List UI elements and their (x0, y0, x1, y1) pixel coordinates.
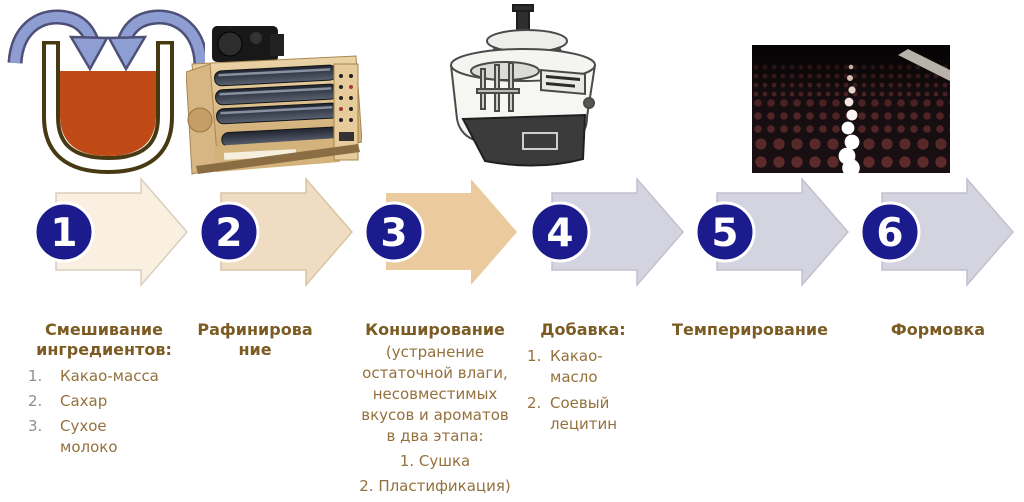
vessel-wall (46, 43, 170, 171)
list-text: Сушка (418, 452, 471, 470)
subtitle-line: вкусов и ароматов (361, 406, 509, 424)
list-marker: 1. (399, 452, 415, 470)
process-arrow-4 (551, 176, 684, 288)
cascade-arrow-right-icon (106, 9, 205, 72)
process-arrow-2 (220, 176, 353, 288)
cascade-arrow-left-icon (7, 9, 110, 72)
subtitle-line: в два этапа: (386, 427, 484, 445)
list-text: Какао-масло (550, 347, 603, 386)
step3-title: Конширование (365, 320, 505, 339)
step4-title: Добавка: (540, 320, 626, 339)
base-plate (522, 132, 558, 150)
step4-item-2: 2. Соевый лецитин (527, 393, 639, 435)
list-text: Какао-масса (60, 367, 159, 385)
step-badge-2 (198, 201, 260, 263)
list-marker: 3. (28, 417, 43, 435)
process-arrow-3 (386, 179, 517, 285)
cocoa-liquid (60, 71, 156, 156)
vessel-rim-right (156, 41, 174, 45)
list-marker: 1. (28, 367, 43, 385)
step3-subtitle: (устранение остаточной влаги, несовмести… (345, 342, 525, 447)
step-badge-3 (363, 201, 425, 263)
step-number-1: 1 (50, 211, 77, 256)
mixing-vessel-illustration (7, 9, 205, 175)
control-panel (333, 63, 359, 161)
list-marker: 2. (28, 392, 43, 410)
agitator-rod (508, 62, 514, 112)
light-reflection-chain (838, 64, 860, 173)
maker-nameplate (540, 69, 586, 96)
conche-machine-engraving (450, 4, 596, 167)
step-number-4: 4 (546, 211, 573, 256)
process-arrow-6 (881, 176, 1014, 288)
step2-title: Рафинирова ние (192, 320, 318, 360)
list-text: Сухое молоко (60, 417, 118, 456)
step-number-3: 3 (380, 211, 407, 256)
step5-title: Темперирование (672, 320, 828, 339)
step2-label-block: Рафинирова ние (192, 320, 318, 366)
title-line: Рафинирова (197, 320, 313, 339)
step4-item-1: 1. Какао-масло (527, 346, 639, 388)
step-number-2: 2 (215, 211, 242, 256)
step3-item-2: 2. Пластификация) (345, 476, 525, 497)
step4-label-block: Добавка: 1. Какао-масло 2. Соевый лецити… (527, 320, 639, 440)
step6-label-block: Формовка (878, 320, 998, 346)
belt-edge-highlight (898, 49, 950, 81)
step1-label-block: Смешивание ингредиентов: 1. Какао-масса … (28, 320, 180, 462)
subtitle-line: остаточной влаги, (362, 364, 508, 382)
list-text: Пластификация) (378, 477, 511, 495)
step1-item-1: 1. Какао-масса (28, 366, 180, 387)
step3-item-1: 1. Сушка (345, 451, 525, 472)
motor-block (212, 26, 284, 62)
process-arrow-band: 1 2 3 4 5 6 (33, 176, 1014, 288)
step-badge-5 (694, 201, 756, 263)
step1-title: Смешивание ингредиентов: (36, 320, 172, 359)
step5-label-block: Темперирование (662, 320, 838, 346)
list-text: Сахар (60, 392, 108, 410)
side-valve (583, 97, 595, 109)
list-marker: 2. (527, 394, 542, 412)
step6-title: Формовка (890, 320, 986, 339)
step1-item-3: 3. Сухое молоко (28, 416, 180, 458)
step-badge-4 (529, 201, 591, 263)
subtitle-line: несовместимых (372, 385, 498, 403)
list-marker: 2. (359, 477, 374, 495)
inner-bowl (470, 61, 540, 81)
step-badge-6 (859, 201, 921, 263)
list-text: Соевый лецитин (550, 394, 618, 433)
title-line: ние (238, 340, 272, 359)
step-badge-1 (33, 201, 95, 263)
step3-label-block: Конширование (устранение остаточной влаг… (345, 320, 525, 497)
chimney-cap (512, 4, 534, 12)
step-number-6: 6 (876, 211, 903, 256)
crossbar (476, 88, 520, 94)
process-arrow-1 (55, 176, 188, 288)
machine-base (196, 144, 360, 174)
tempering-chocolate-drops-photo (752, 45, 950, 173)
roller-refiner-photo (186, 26, 362, 175)
vessel-rim-left (42, 41, 60, 45)
process-arrow-5 (716, 176, 849, 288)
list-marker: 1. (527, 347, 542, 365)
subtitle-line: (устранение (385, 343, 485, 361)
step1-item-2: 2. Сахар (28, 391, 180, 412)
discharge-strip (223, 149, 297, 160)
step-number-5: 5 (711, 211, 738, 256)
feed-port (187, 107, 213, 133)
